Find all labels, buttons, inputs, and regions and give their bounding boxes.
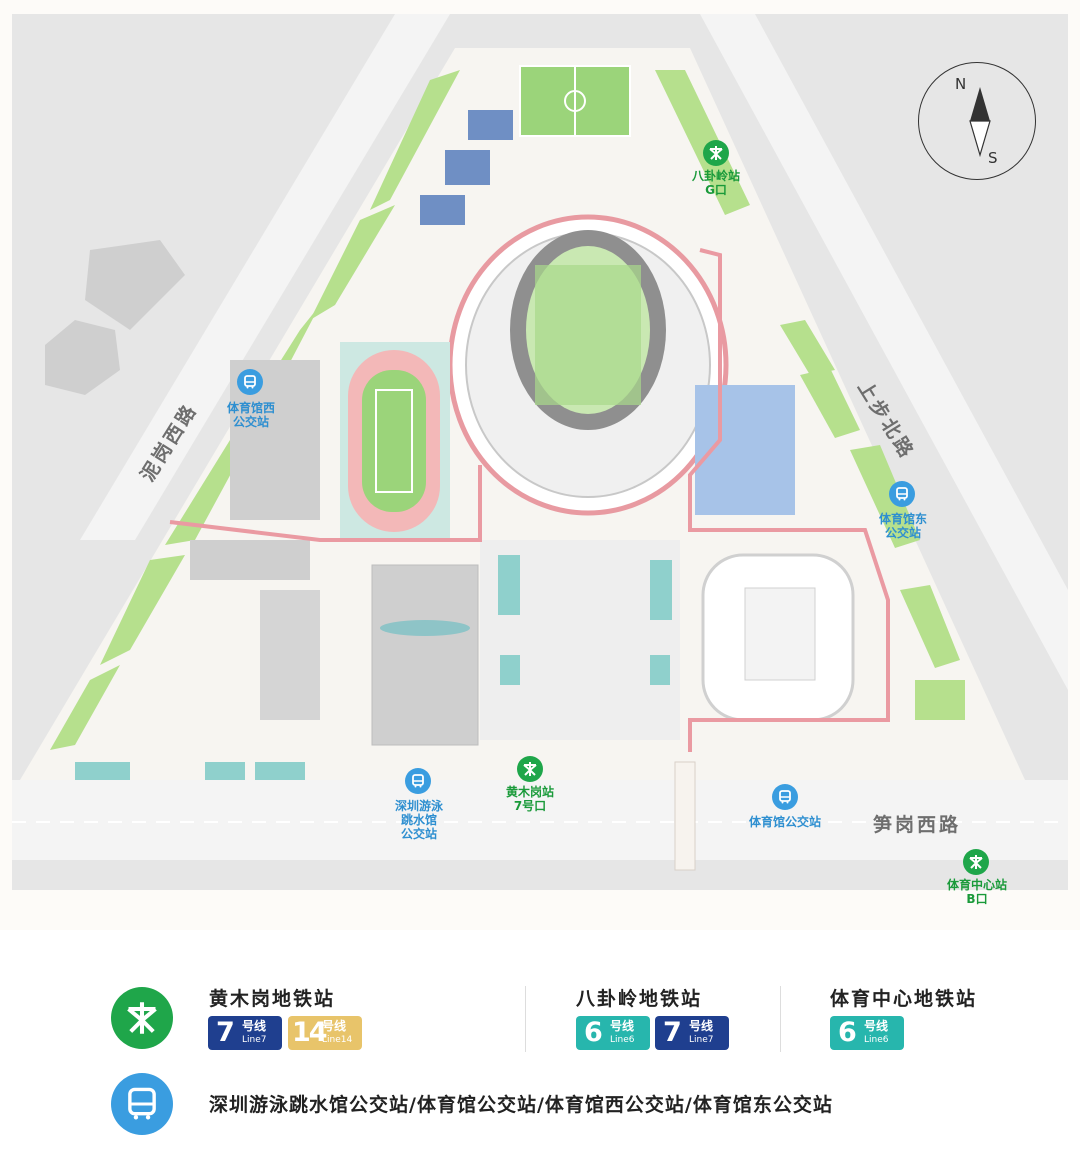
metro-icon-bagualing[interactable] (703, 140, 729, 166)
compass-south-label: S (988, 149, 998, 167)
metro-icon-tiyuzhongxin[interactable] (963, 849, 989, 875)
building-octagon (45, 320, 120, 395)
legend-bus-icon (111, 1073, 173, 1135)
bus-icon-gym[interactable] (772, 784, 798, 810)
metro-label-huangmugang: 黄木岗站 7号口 (505, 785, 554, 813)
bus-label-west: 体育馆西 公交站 (226, 401, 275, 429)
legend: 黄木岗地铁站 7 号线 Line7 14 号线 Line14 八卦岭地铁站 6 … (0, 930, 1080, 1160)
legend-station-bagualing: 八卦岭地铁站 (576, 988, 703, 1010)
legend-separator-1 (525, 986, 526, 1052)
compass-needle-icon (969, 87, 991, 158)
legend-station-huangmugang: 黄木岗地铁站 (209, 988, 336, 1010)
legend-bus-stations: 深圳游泳跳水馆公交站/体育馆公交站/体育馆西公交站/体育馆东公交站 (209, 1094, 833, 1116)
bus-icon-east[interactable] (889, 481, 915, 507)
gymnasium (371, 564, 479, 746)
metro-icon-huangmugang[interactable] (517, 756, 543, 782)
road-east (700, 14, 1068, 690)
road-south (12, 780, 1068, 860)
bus-icon-west[interactable] (237, 369, 263, 395)
legend-metro-icon (111, 987, 173, 1049)
map-panel: N S 泥岗西路 上步北路 笋岗西路 八卦岭站 G口 黄木岗站 7号口 体育中心… (12, 14, 1068, 906)
bus-label-gym: 体育馆公交站 (748, 815, 821, 829)
legend-station-tiyuzhongxin: 体育中心地铁站 (830, 988, 978, 1010)
road-label-south: 笋岗西路 (872, 814, 961, 836)
legend-line6-badge-bagualing: 6 号线 Line6 (576, 1016, 650, 1050)
metro-label-tiyuzhongxin: 体育中心站 B口 (946, 878, 1007, 906)
legend-line14-badge-huangmugang: 14 号线 Line14 (288, 1016, 362, 1050)
legend-line6-badge-tiyuzhongxin: 6 号线 Line6 (830, 1016, 904, 1050)
site-map (12, 14, 1068, 890)
compass-north-label: N (955, 75, 967, 93)
bus-label-east: 体育馆东 公交站 (878, 512, 927, 540)
metro-label-bagualing: 八卦岭站 G口 (691, 169, 740, 197)
bus-label-swim: 深圳游泳 跳水馆 公交站 (394, 799, 443, 841)
legend-separator-2 (780, 986, 781, 1052)
legend-line7-badge-bagualing: 7 号线 Line7 (655, 1016, 729, 1050)
road-west (80, 14, 450, 540)
bus-icon-swim[interactable] (405, 768, 431, 794)
legend-line7-badge-huangmugang: 7 号线 Line7 (208, 1016, 282, 1050)
building-nw (85, 240, 185, 330)
compass: N S (918, 62, 1036, 180)
